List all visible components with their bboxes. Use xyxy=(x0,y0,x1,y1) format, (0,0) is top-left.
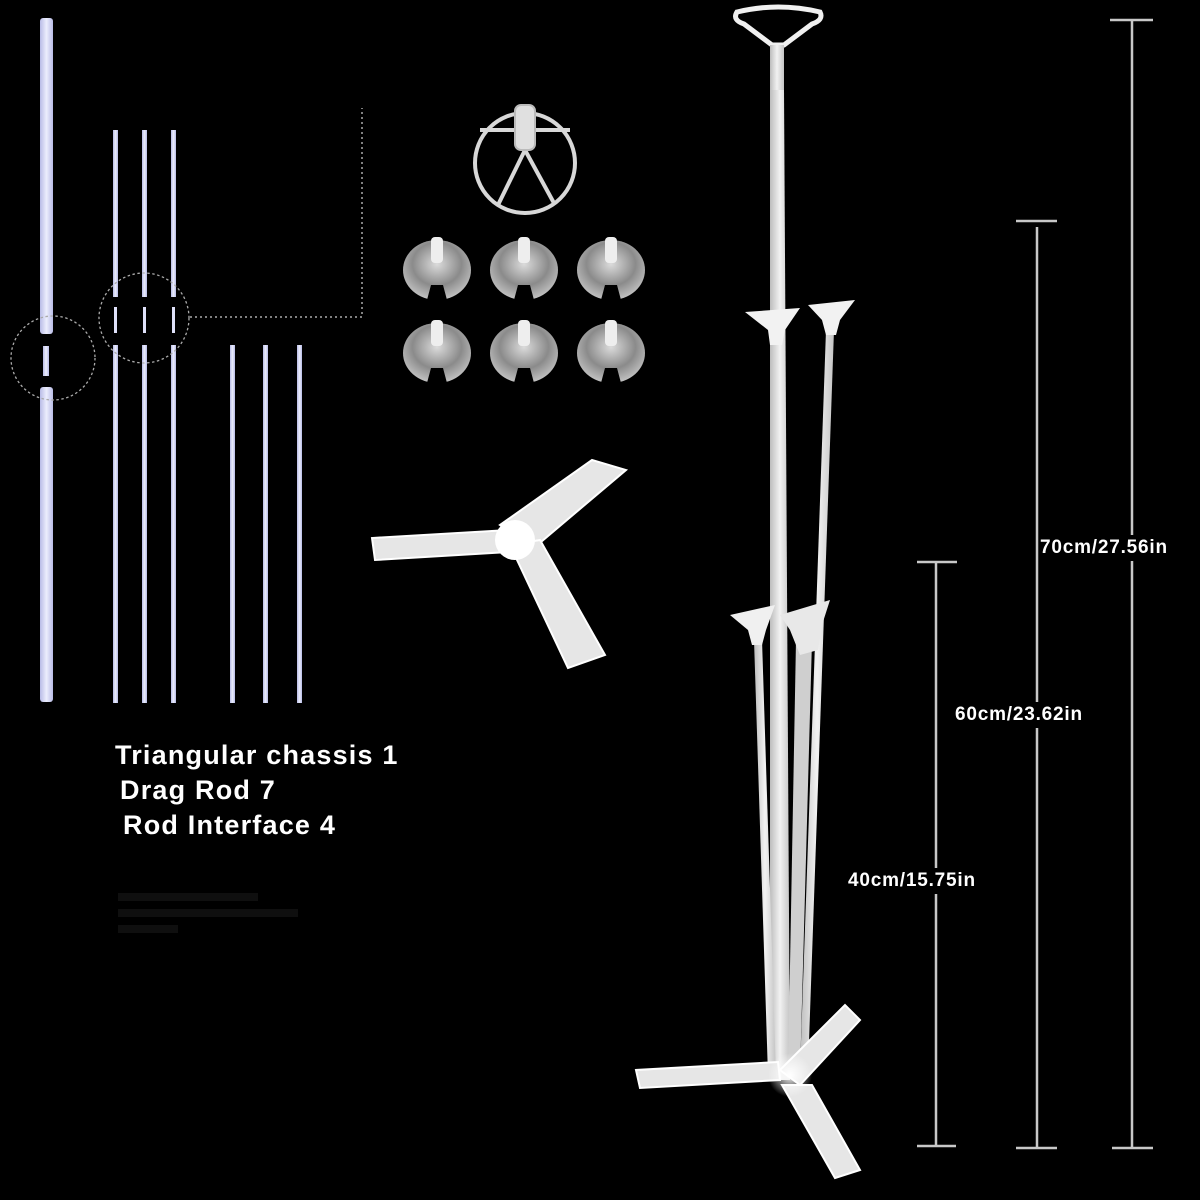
balloon-cups xyxy=(403,237,645,383)
callout-leader-line xyxy=(190,108,363,318)
balloon-cup xyxy=(403,320,471,383)
long-rod xyxy=(40,18,53,702)
short-rods xyxy=(230,345,302,703)
dimension-70cm xyxy=(1110,18,1153,1150)
dimension-40cm xyxy=(917,560,957,1148)
balloon-cup xyxy=(577,320,645,383)
balloon-cup xyxy=(577,237,645,300)
triangular-base xyxy=(370,458,629,670)
assembled-stand xyxy=(634,4,862,1180)
connector-callout-circle xyxy=(10,315,96,401)
parts-list-item: Rod Interface 4 xyxy=(123,810,337,840)
dimension-60cm xyxy=(1016,219,1057,1150)
balloon-cup xyxy=(490,320,558,383)
parts-list: Triangular chassis 1 Drag Rod 7 Rod Inte… xyxy=(115,738,399,843)
short-rods-with-connectors xyxy=(113,130,176,703)
parts-list-item: Triangular chassis 1 xyxy=(115,740,399,770)
faded-text-artifact xyxy=(118,885,438,975)
balloon-cup xyxy=(490,237,558,300)
dimension-label-70cm: 70cm/27.56in xyxy=(1040,535,1168,561)
dimension-label-60cm: 60cm/23.62in xyxy=(955,702,1083,728)
balloon-cup xyxy=(403,237,471,300)
dimension-label-40cm: 40cm/15.75in xyxy=(848,868,976,894)
parts-list-item: Drag Rod 7 xyxy=(120,775,277,805)
connector-callout-circle xyxy=(98,272,190,364)
top-ring-holder xyxy=(473,104,577,215)
